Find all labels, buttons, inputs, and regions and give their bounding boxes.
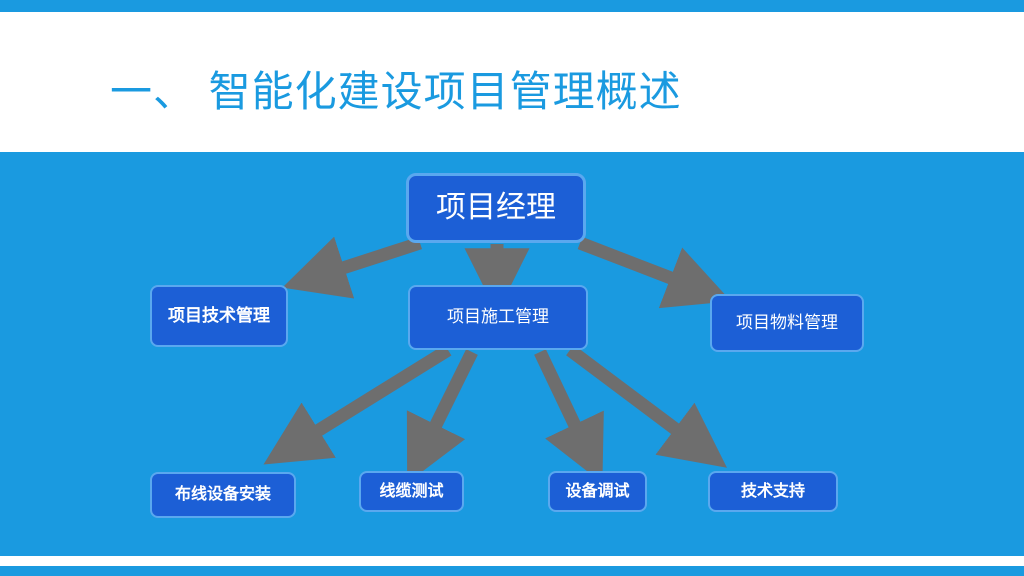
node-level2-tech[interactable]: 项目技术管理	[150, 285, 288, 347]
node-level2-material-label: 项目物料管理	[736, 312, 838, 332]
node-level2-tech-label: 项目技术管理	[168, 305, 270, 325]
title-band	[0, 12, 1024, 152]
page-title: 一、 智能化建设项目管理概述	[110, 68, 682, 115]
node-leaf-cable-test[interactable]: 线缆测试	[359, 471, 464, 512]
node-root-label: 项目经理	[436, 191, 556, 224]
node-leaf-tech-support-label: 技术支持	[740, 482, 805, 500]
node-level2-material[interactable]: 项目物料管理	[710, 294, 864, 352]
bottom-accent-bar	[0, 566, 1024, 576]
node-leaf-equipment-debug-label: 设备调试	[565, 482, 630, 500]
node-leaf-cabling-install[interactable]: 布线设备安装	[150, 472, 296, 518]
node-level2-construction-label: 项目施工管理	[447, 307, 549, 327]
node-leaf-cabling-install-label: 布线设备安装	[174, 486, 271, 504]
node-leaf-cable-test-label: 线缆测试	[379, 482, 444, 500]
top-accent-bar	[0, 0, 1024, 12]
node-leaf-equipment-debug[interactable]: 设备调试	[548, 471, 647, 512]
node-level2-construction[interactable]: 项目施工管理	[408, 285, 588, 350]
node-root[interactable]: 项目经理	[406, 173, 586, 243]
node-leaf-tech-support[interactable]: 技术支持	[708, 471, 838, 512]
